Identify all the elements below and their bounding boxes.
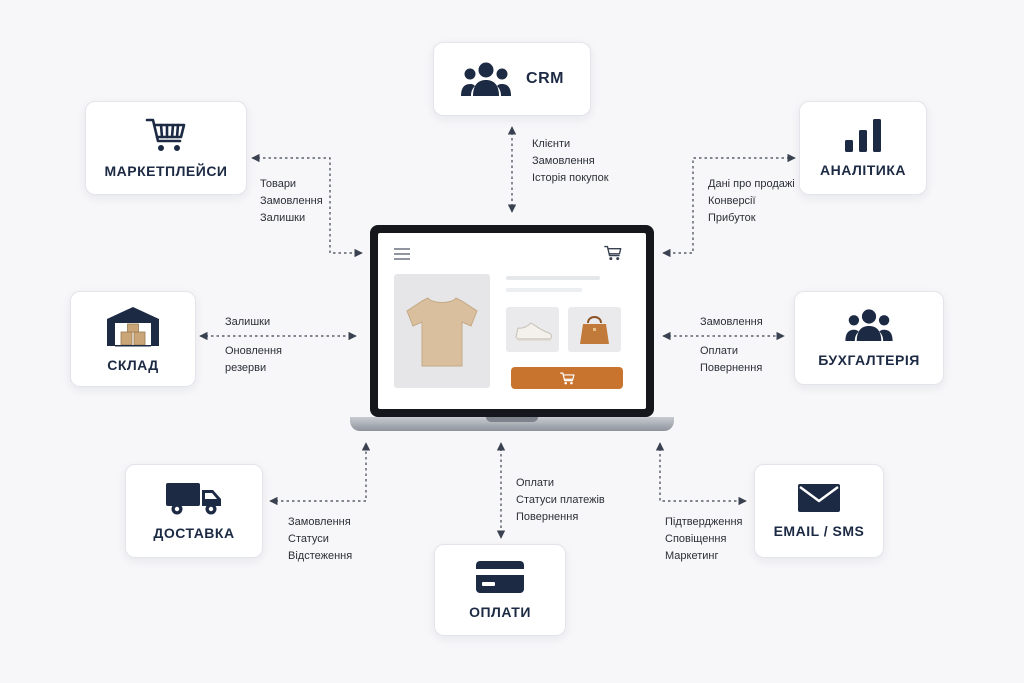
marketplaces-label: Залишки	[260, 212, 306, 224]
accounting-title: БУХГАЛТЕРІЯ	[818, 352, 920, 368]
connector-delivery	[269, 442, 371, 506]
payments-card[interactable]: ОПЛАТИ	[434, 544, 566, 636]
envelope-icon	[798, 484, 840, 512]
accounting-labels: Замовлення Оплати Повернення	[700, 314, 763, 377]
analytics-label: Дані про продажі	[708, 178, 795, 190]
email-sms-labels: Підтвердження Сповіщення Маркетинг	[665, 514, 743, 565]
warehouse-icon	[107, 307, 159, 347]
payments-label: Оплати	[516, 477, 554, 489]
crm-label: Історія покупок	[532, 172, 609, 184]
sneaker-image[interactable]	[506, 307, 559, 352]
delivery-label: Відстеження	[288, 550, 353, 562]
warehouse-card[interactable]: СКЛАД	[70, 291, 196, 387]
analytics-label: Прибуток	[708, 212, 756, 224]
crm-label: Клієнти	[532, 138, 571, 150]
delivery-label: Статуси	[288, 533, 329, 545]
connector-marketplaces	[251, 153, 363, 258]
payments-labels: Оплати Статуси платежів Повернення	[516, 475, 605, 526]
email-sms-title: EMAIL / SMS	[773, 523, 865, 539]
warehouse-title: СКЛАД	[107, 357, 159, 373]
warehouse-label: Оновлення	[225, 345, 282, 357]
hamburger-menu-icon[interactable]	[394, 248, 410, 260]
product-subtitle-placeholder	[506, 288, 582, 292]
warehouse-labels: Залишки Оновлення резерви	[225, 314, 282, 377]
cart-icon	[559, 372, 575, 384]
tshirt-image[interactable]	[394, 274, 490, 388]
laptop-notch	[486, 417, 538, 422]
credit-card-icon	[476, 561, 524, 593]
marketplaces-labels: Товари Замовлення Залишки	[260, 176, 323, 227]
crm-card[interactable]: CRM	[433, 42, 591, 116]
users-icon	[845, 309, 893, 342]
accounting-label: Оплати	[700, 345, 738, 357]
analytics-card[interactable]: АНАЛІТИКА	[799, 101, 927, 195]
cart-icon	[145, 118, 186, 151]
email-sms-label: Підтвердження	[665, 516, 743, 528]
marketplaces-title: МАРКЕТПЛЕЙСИ	[104, 163, 228, 179]
warehouse-label: резерви	[225, 362, 267, 374]
shop-page	[378, 233, 646, 409]
marketplaces-label: Товари	[260, 178, 297, 190]
connector-email	[655, 442, 747, 506]
add-to-cart-button[interactable]	[511, 367, 623, 389]
crm-label: Замовлення	[532, 155, 595, 167]
laptop-base	[350, 417, 674, 431]
laptop-screen	[370, 225, 654, 417]
email-sms-card[interactable]: EMAIL / SMS	[754, 464, 884, 558]
crm-labels: Клієнти Замовлення Історія покупок	[532, 136, 609, 187]
accounting-card[interactable]: БУХГАЛТЕРІЯ	[794, 291, 944, 385]
analytics-label: Конверсії	[708, 195, 756, 207]
delivery-card[interactable]: ДОСТАВКА	[125, 464, 263, 558]
crm-title: CRM	[526, 70, 564, 87]
accounting-label: Повернення	[700, 362, 763, 374]
delivery-labels: Замовлення Статуси Відстеження	[288, 514, 352, 565]
cart-icon[interactable]	[604, 245, 622, 261]
accounting-label: Замовлення	[700, 316, 763, 328]
analytics-labels: Дані про продажі Конверсії Прибуток	[708, 176, 795, 227]
truck-icon	[166, 483, 221, 515]
product-title-placeholder	[506, 276, 600, 280]
marketplaces-label: Замовлення	[260, 195, 323, 207]
users-icon	[461, 62, 512, 96]
connector-analytics	[662, 153, 796, 258]
email-sms-label: Сповіщення	[665, 533, 727, 545]
payments-label: Повернення	[516, 511, 579, 523]
marketplaces-card[interactable]: МАРКЕТПЛЕЙСИ	[85, 101, 247, 195]
delivery-title: ДОСТАВКА	[153, 525, 235, 541]
handbag-image[interactable]	[568, 307, 621, 352]
email-sms-label: Маркетинг	[665, 550, 719, 562]
warehouse-label: Залишки	[225, 316, 271, 328]
bar-chart-icon	[845, 119, 881, 152]
payments-label: Статуси платежів	[516, 494, 605, 506]
payments-title: ОПЛАТИ	[469, 604, 531, 620]
analytics-title: АНАЛІТИКА	[820, 162, 906, 178]
delivery-label: Замовлення	[288, 516, 351, 528]
